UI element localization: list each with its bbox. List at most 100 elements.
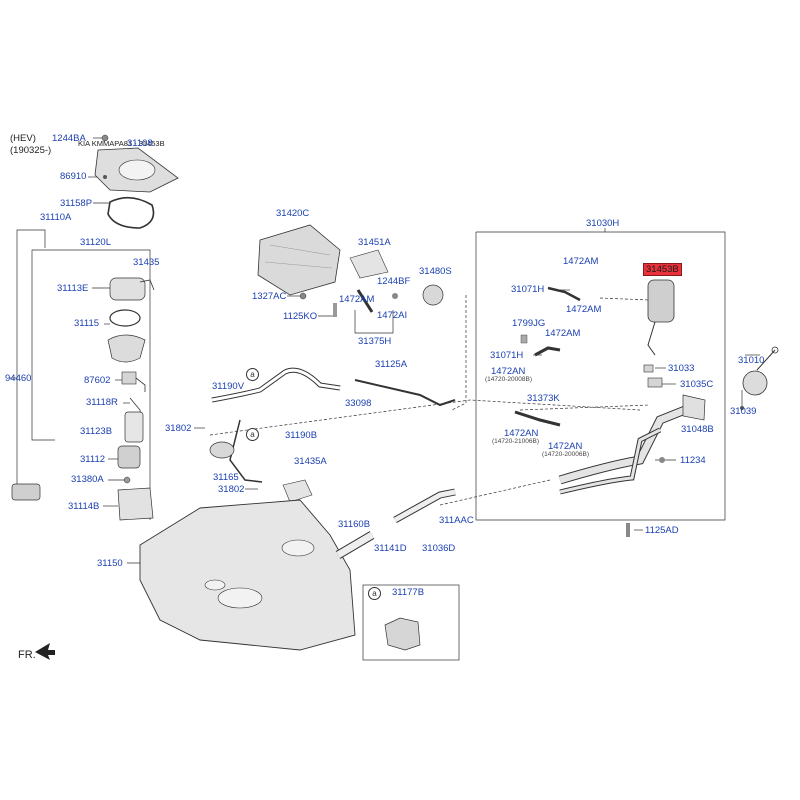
part-31453B-highlight[interactable]: 31453B xyxy=(643,263,682,276)
part-1799JG[interactable]: 1799JG xyxy=(512,318,546,329)
canister-bracket xyxy=(349,249,389,279)
part-1472AM-top[interactable]: 1472AM xyxy=(563,256,599,267)
breather-31373k xyxy=(514,410,561,427)
watermark: KIA KMMAPA81 - 31453B xyxy=(78,139,165,148)
part-31160B[interactable]: 31160B xyxy=(338,519,371,530)
front-direction-label: FR. xyxy=(18,649,36,661)
part-31451A[interactable]: 31451A xyxy=(358,237,391,248)
sender-94460 xyxy=(11,483,41,501)
front-arrow-icon xyxy=(35,643,55,660)
part-311AAC[interactable]: 311AAC xyxy=(439,515,474,526)
leader-dash-1 xyxy=(451,295,467,411)
part-31375H[interactable]: 31375H xyxy=(358,336,392,347)
part-1125KO[interactable]: 1125KO xyxy=(283,311,318,322)
bracket-31110a xyxy=(16,229,40,485)
part-14720-20006B: (14720-20006B) xyxy=(542,451,589,458)
leader-dash-4 xyxy=(599,297,651,301)
callout-a-tank: a xyxy=(246,428,259,441)
part-31802-lower[interactable]: 31802 xyxy=(218,484,245,495)
part-94460[interactable]: 94460 xyxy=(5,373,32,384)
oring-31115 xyxy=(109,309,141,327)
inset-box xyxy=(362,584,460,661)
part-31125A[interactable]: 31125A xyxy=(375,359,408,370)
part-31120L[interactable]: 31120L xyxy=(80,237,111,248)
bracket-31110a-top xyxy=(40,229,46,248)
part-1472AI[interactable]: 1472AI xyxy=(377,310,408,321)
regulator-87602 xyxy=(121,371,137,385)
bracket-31435a xyxy=(282,479,313,503)
reservoir-31114b xyxy=(117,487,154,521)
part-1327AC[interactable]: 1327AC xyxy=(252,291,287,302)
part-31141D[interactable]: 31141D xyxy=(374,543,407,554)
callout-a-inset: a xyxy=(368,587,381,600)
part-31373K[interactable]: 31373K xyxy=(527,393,560,404)
part-1472AN-mid[interactable]: 1472AN xyxy=(504,428,539,439)
part-1125AD[interactable]: 1125AD xyxy=(645,525,679,536)
part-31802-upper[interactable]: 31802 xyxy=(165,423,192,434)
clip-31177b xyxy=(384,617,421,651)
part-31110A[interactable]: 31110A xyxy=(40,212,72,223)
part-1244BF[interactable]: 1244BF xyxy=(377,276,411,287)
part-31114B[interactable]: 31114B xyxy=(68,501,100,512)
part-31113E[interactable]: 31113E xyxy=(57,283,89,294)
part-31030H[interactable]: 31030H xyxy=(586,218,620,229)
fuel-tank-31150 xyxy=(139,499,356,651)
leader-dash-2 xyxy=(209,399,641,436)
part-31190B[interactable]: 31190B xyxy=(285,430,318,441)
part-33098[interactable]: 33098 xyxy=(345,398,372,409)
part-1472AN-low[interactable]: 1472AN xyxy=(548,441,583,452)
part-1244BA[interactable]: 1244BA xyxy=(52,133,86,144)
bracket-31375h xyxy=(354,310,394,334)
part-31150[interactable]: 31150 xyxy=(97,558,123,569)
variant-label: (HEV) xyxy=(10,133,36,144)
part-1472AM-mid[interactable]: 1472AM xyxy=(566,304,602,315)
box-31030h xyxy=(475,231,726,521)
bracket-31120l xyxy=(31,249,70,441)
hose-31071h xyxy=(534,346,561,357)
part-31435[interactable]: 31435 xyxy=(133,257,160,268)
part-31158P[interactable]: 31158P xyxy=(60,198,93,209)
part-31112[interactable]: 31112 xyxy=(80,454,106,465)
part-14720-21006B: (14720-21006B) xyxy=(492,438,539,445)
part-31071H-upper[interactable]: 31071H xyxy=(511,284,545,295)
part-31115[interactable]: 31115 xyxy=(74,318,100,329)
part-31190V[interactable]: 31190V xyxy=(212,381,245,392)
part-31380A[interactable]: 31380A xyxy=(71,474,104,485)
part-31123B[interactable]: 31123B xyxy=(80,426,113,437)
part-31010[interactable]: 31010 xyxy=(738,355,765,366)
pump-31112 xyxy=(117,445,141,469)
part-31480S[interactable]: 31480S xyxy=(419,266,452,277)
valve-31190b xyxy=(209,441,235,459)
part-31118R[interactable]: 31118R xyxy=(86,397,118,408)
part-86910[interactable]: 86910 xyxy=(60,171,87,182)
part-31039[interactable]: 31039 xyxy=(730,406,757,417)
pump-flange xyxy=(109,277,146,301)
part-31033[interactable]: 31033 xyxy=(668,363,695,374)
part-31165[interactable]: 31165 xyxy=(213,472,239,483)
part-87602[interactable]: 87602 xyxy=(84,375,111,386)
part-1472AN-upper[interactable]: 1472AN xyxy=(491,366,526,377)
canister-31420c xyxy=(257,224,341,296)
cover-gasket xyxy=(107,196,155,229)
part-14720-20008B: (14720-20008B) xyxy=(485,376,532,383)
filter-31480s xyxy=(422,284,444,306)
part-31036D[interactable]: 31036D xyxy=(422,543,456,554)
canister-31453b xyxy=(647,279,675,323)
part-31035C[interactable]: 31035C xyxy=(680,379,714,390)
part-31071H-lower[interactable]: 31071H xyxy=(490,350,524,361)
fuel-cap-31010 xyxy=(742,370,768,396)
part-1472AM-low[interactable]: 1472AM xyxy=(545,328,581,339)
part-31048B[interactable]: 31048B xyxy=(681,424,714,435)
part-31420C[interactable]: 31420C xyxy=(276,208,310,219)
part-1472AM-vent[interactable]: 1472AM xyxy=(339,294,375,305)
part-31177B[interactable]: 31177B xyxy=(392,587,425,598)
part-31108[interactable]: 31108 xyxy=(127,138,153,149)
callout-a-vent: a xyxy=(246,368,259,381)
part-11234[interactable]: 11234 xyxy=(680,455,706,466)
hose-33098 xyxy=(354,379,456,407)
bracket-31120l-top xyxy=(70,249,151,520)
part-31435A[interactable]: 31435A xyxy=(294,456,327,467)
housing-31048b xyxy=(682,394,706,421)
